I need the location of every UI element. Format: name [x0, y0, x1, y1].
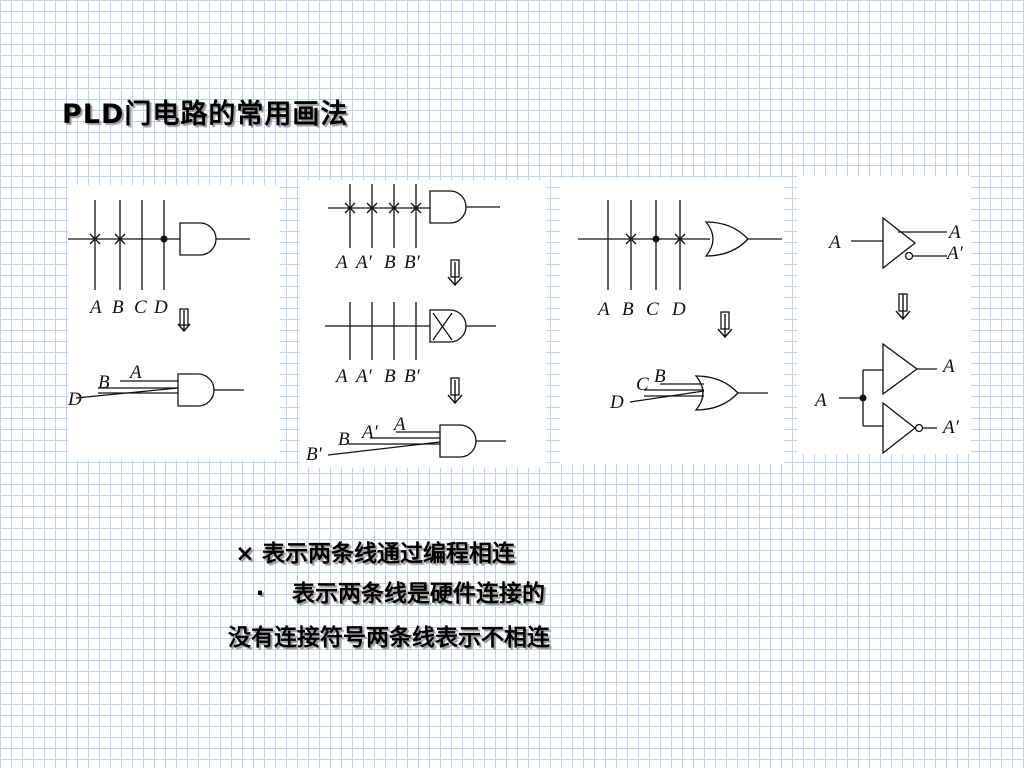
label-a: A: [827, 232, 841, 253]
label-c: C: [646, 299, 659, 320]
label-a: A: [596, 299, 610, 320]
label-b: B: [384, 252, 396, 273]
buffer-triangle-icon: [882, 216, 917, 270]
label-d: D: [671, 299, 686, 320]
hardwired-dot-icon: [160, 235, 168, 243]
label-d: D: [609, 392, 624, 413]
label-a: A: [941, 356, 955, 377]
label-b: B: [338, 429, 350, 450]
inverter-triangle-icon: [882, 401, 917, 454]
label-b: B: [622, 299, 634, 320]
label-a: A: [88, 297, 102, 318]
programmed-cross-icon: [89, 233, 101, 245]
label-b: B: [384, 366, 396, 387]
and-gate-icon: [177, 373, 215, 407]
legend-text-none: 没有连接符号两条线表示不相连: [228, 625, 550, 651]
and-complement-diagram: A A′ B B′ A A′ B B′ B′ B A′ A: [306, 184, 506, 465]
arrow-down-icon: [895, 294, 911, 321]
and-gate-diagram: A B C D B A D: [68, 200, 250, 410]
legend-text-dot: 表示两条线是硬件连接的: [292, 581, 545, 607]
panel-and-complement: A A′ B B′ A A′ B B′ B′ B A′ A: [300, 180, 546, 468]
label-b-prime: B′: [306, 444, 323, 465]
and-gate-empty-icon: [429, 309, 467, 343]
label-a: A: [128, 362, 142, 383]
programmed-cross-icon: [410, 202, 422, 214]
legend-line-dot: · 表示两条线是硬件连接的: [228, 574, 545, 608]
arrow-down-icon: [447, 262, 463, 287]
or-gate-diagram: A B C D C B D: [578, 200, 782, 413]
programmed-cross-icon: [344, 202, 356, 214]
or-gate-icon: [694, 375, 739, 411]
panel-or-gate: A B C D C B D: [560, 178, 784, 464]
programmed-cross-icon: [114, 233, 126, 245]
label-d: D: [68, 389, 82, 410]
buffer-diagram: A A A′ A A A′: [813, 216, 964, 454]
arrow-down-icon: [717, 314, 733, 339]
dot-symbol: ·: [255, 581, 265, 607]
and-gate-icon: [179, 222, 217, 256]
programmed-cross-icon: [625, 233, 637, 245]
programmed-cross-icon: [366, 202, 378, 214]
arrow-down-icon: [177, 310, 191, 333]
label-a-prime: A′: [941, 417, 960, 438]
label-a: A: [334, 366, 348, 387]
slide-title: PLD门电路的常用画法: [62, 99, 349, 130]
label-b: B: [654, 366, 666, 387]
legend-line-cross: × 表示两条线通过编程相连: [228, 534, 515, 568]
panel-and-gate: A B C D B A D: [68, 185, 280, 460]
legend-text-cross: 表示两条线通过编程相连: [262, 541, 515, 567]
label-d: D: [153, 297, 168, 318]
label-a-prime: A′: [354, 252, 373, 273]
and-gate-icon: [439, 424, 477, 458]
label-b-prime: B′: [404, 366, 421, 387]
hardwired-dot-icon: [652, 235, 660, 243]
label-a: A: [392, 414, 406, 435]
buffer-triangle-icon: [882, 342, 919, 396]
label-b-prime: B′: [404, 252, 421, 273]
label-c: C: [134, 297, 147, 318]
label-b: B: [98, 372, 110, 393]
inversion-bubble-icon: [914, 423, 924, 433]
arrow-down-icon: [447, 380, 463, 405]
programmed-cross-icon: [388, 202, 400, 214]
panel-buffer: A A A′ A A A′: [797, 176, 971, 454]
inversion-bubble-icon: [904, 251, 914, 261]
and-gate-icon: [429, 190, 467, 224]
label-a-prime: A′: [360, 422, 379, 443]
label-a: A: [813, 390, 827, 411]
cross-symbol: ×: [235, 541, 255, 567]
label-a-prime: A′: [945, 243, 964, 264]
label-a: A: [947, 222, 961, 243]
label-a: A: [334, 252, 348, 273]
legend-line-none: 没有连接符号两条线表示不相连: [228, 618, 550, 652]
label-a-prime: A′: [354, 366, 373, 387]
or-gate-icon: [704, 221, 749, 257]
hardwired-dot-icon: [859, 394, 867, 402]
label-b: B: [112, 297, 124, 318]
label-c: C: [636, 374, 649, 395]
programmed-cross-icon: [674, 233, 686, 245]
